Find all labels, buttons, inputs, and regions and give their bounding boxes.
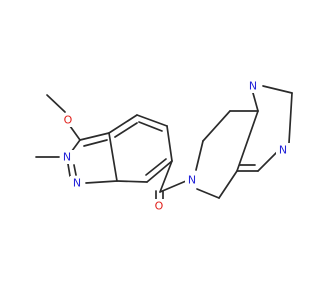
label-background — [185, 173, 199, 187]
bond-c6-c7-double — [145, 158, 167, 176]
bond-c3a-c7a — [108, 132, 118, 182]
bond-n2-n1-double — [73, 164, 77, 176]
bond-n1-c2 — [262, 85, 293, 94]
bond-c7-c7a — [116, 180, 148, 183]
label-background — [70, 176, 84, 190]
atom-n-1: N — [70, 176, 84, 190]
atom-n-2: N — [60, 150, 74, 164]
bond-ch2-n — [196, 188, 220, 199]
bond-c5-c6 — [166, 125, 173, 162]
label-background — [152, 199, 166, 213]
bond-n2-n1 — [67, 163, 71, 177]
bonds — [35, 85, 293, 200]
bond-n3-c4 — [257, 149, 280, 172]
bond-c3a-c4 — [108, 114, 138, 134]
bond-c6-c7 — [146, 160, 173, 183]
label-background — [276, 143, 290, 157]
bond-o-c3 — [69, 125, 81, 141]
atom-n-pyrimidine-right: N — [276, 143, 290, 157]
bond-c4-c5-double — [138, 121, 163, 132]
bond-c8a-n1 — [252, 92, 259, 112]
atom-label-n-1: N — [73, 177, 81, 190]
atom-label-n-pyrimidine-right: N — [279, 144, 287, 157]
bond-c3a-c4-inner — [114, 122, 138, 138]
label-background — [61, 113, 75, 127]
bond-c4a-ch2 — [218, 170, 238, 199]
bond-n1-c7a — [85, 180, 118, 184]
atom-n-pyrimidine-top: N — [246, 79, 260, 93]
bond-c3a-c3-double — [83, 139, 108, 147]
bond-c2-n3 — [288, 92, 293, 144]
atom-label-o-methoxy: O — [64, 114, 73, 127]
bond-c3a-c3 — [79, 132, 110, 141]
bond-c4-c5 — [136, 114, 168, 127]
bond-ch2-ch2 — [202, 110, 231, 142]
atom-n-amide: N — [185, 173, 199, 187]
bond-carbonyl-n — [159, 180, 187, 193]
atom-o-methoxy: O — [61, 113, 75, 127]
atom-label-n-2: N — [63, 151, 71, 164]
atom-o-carbonyl: O — [152, 199, 166, 213]
bond-c6-carbonyl — [159, 160, 173, 193]
molecule-structure-diagram: O N N O N N N — [35, 79, 293, 213]
atom-label-o-carbonyl: O — [155, 200, 164, 213]
bond-n-ch2-top — [195, 140, 204, 171]
bond-methyl-o — [46, 94, 66, 113]
label-background — [246, 79, 260, 93]
atom-label-n-amide: N — [188, 174, 196, 187]
atom-label-n-pyrimidine-top: N — [249, 80, 257, 93]
atom-labels: O N N O N N N — [60, 79, 290, 213]
label-background — [60, 150, 74, 164]
bond-c8a-c4a — [236, 110, 259, 172]
